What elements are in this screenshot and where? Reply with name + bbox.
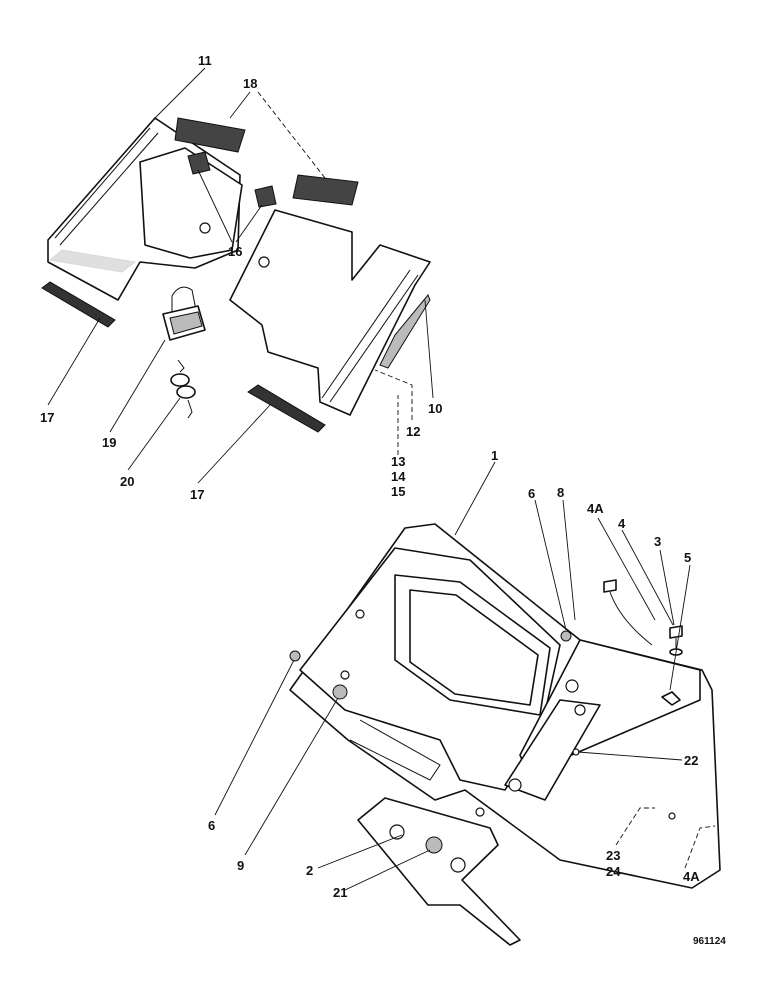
- label-4A-bottom: 4A: [683, 869, 700, 884]
- label-4A-top: 4A: [587, 501, 604, 516]
- label-20: 20: [120, 474, 134, 489]
- padlock-part-19: [162, 286, 206, 341]
- keys-part-20: [170, 359, 196, 419]
- label-12: 12: [406, 424, 420, 439]
- label-5: 5: [684, 550, 691, 565]
- felt-block-part-16: [187, 151, 277, 208]
- seal-strip-left-part-17: [41, 281, 116, 328]
- label-6-top: 6: [528, 486, 535, 501]
- label-1: 1: [491, 448, 498, 463]
- seal-strip-right-part-17: [247, 384, 326, 433]
- fasteners-parts-3-4-4A: [603, 579, 683, 656]
- label-6-bottom: 6: [208, 818, 215, 833]
- label-11: 11: [198, 53, 212, 68]
- felt-pad-part-18: [174, 117, 359, 206]
- label-18: 18: [243, 76, 257, 91]
- label-16: 16: [228, 244, 242, 259]
- label-17-left: 17: [40, 410, 54, 425]
- bracket-part-2: [357, 797, 521, 946]
- label-17-right: 17: [190, 487, 204, 502]
- label-9: 9: [237, 858, 244, 873]
- label-10: 10: [428, 401, 442, 416]
- label-3: 3: [654, 534, 661, 549]
- label-23: 23: [606, 848, 620, 863]
- label-21: 21: [333, 885, 347, 900]
- label-14: 14: [391, 469, 406, 484]
- label-15: 15: [391, 484, 405, 499]
- label-13: 13: [391, 454, 405, 469]
- label-2: 2: [306, 863, 313, 878]
- cover-right-part-10: [229, 209, 431, 416]
- label-4: 4: [618, 516, 626, 531]
- label-24: 24: [606, 864, 621, 879]
- fascia-panel-part-1: [289, 523, 721, 889]
- label-19: 19: [102, 435, 116, 450]
- callout-labels: 11 18 16 17 19 20 17 10 12 13 14 15 1 6 …: [40, 53, 726, 947]
- grommet-part-6: [289, 630, 572, 662]
- label-8: 8: [557, 485, 564, 500]
- leader-lines: [47, 67, 716, 891]
- plug-part-21: [425, 836, 443, 854]
- label-22: 22: [684, 753, 698, 768]
- grommet-part-9: [332, 684, 348, 700]
- drawing-reference-number: 961124: [693, 936, 726, 947]
